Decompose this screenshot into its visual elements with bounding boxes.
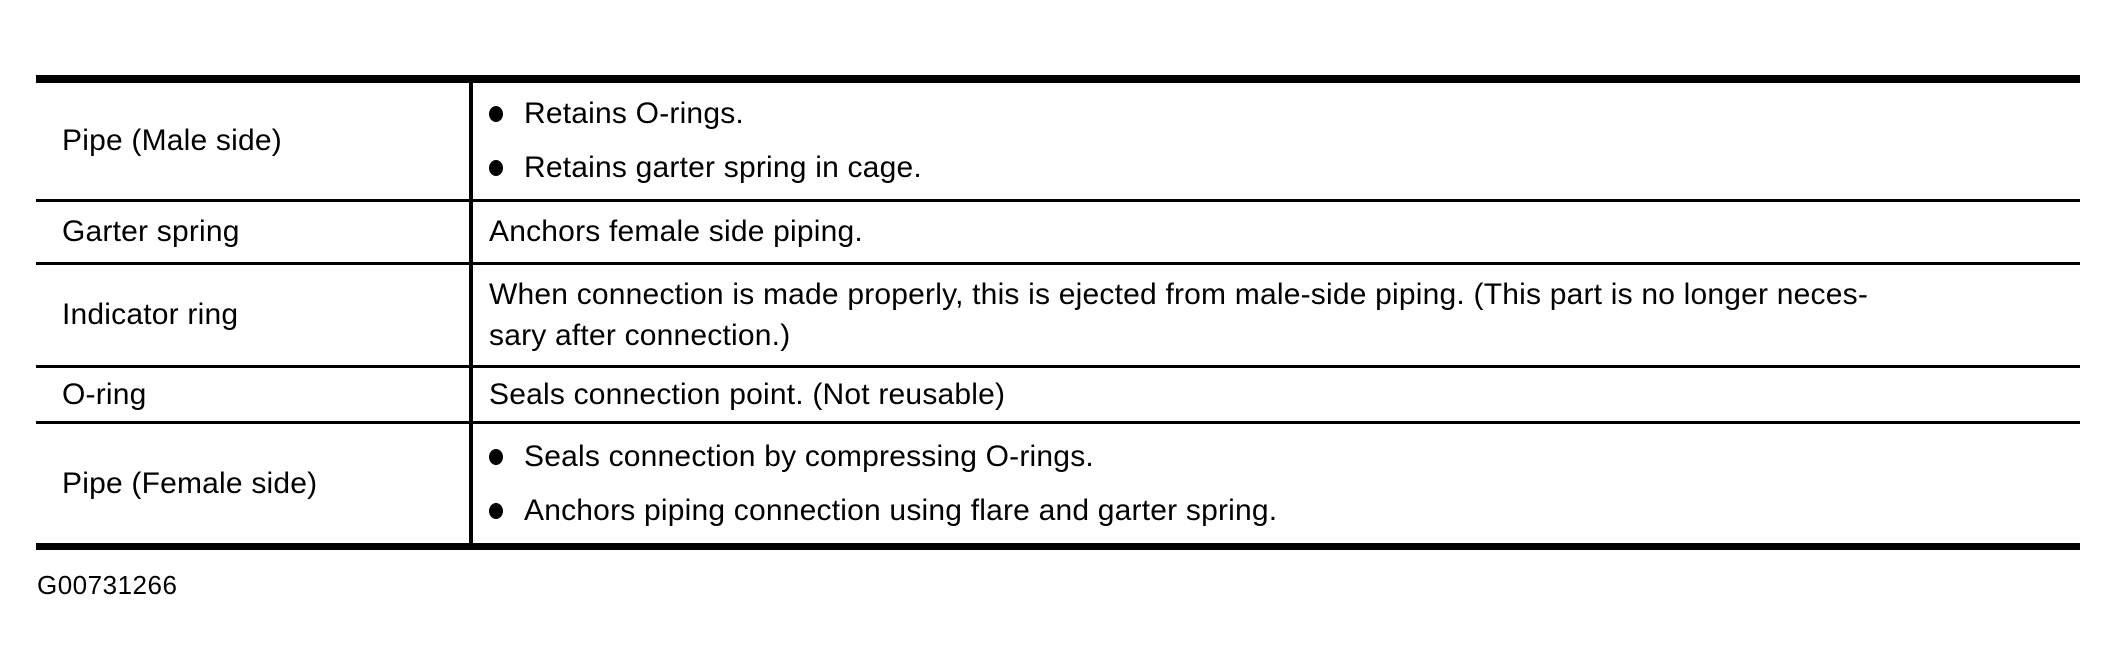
part-name-cell: Indicator ring bbox=[36, 265, 469, 365]
part-name-cell: Pipe (Female side) bbox=[36, 424, 469, 543]
bullet-icon bbox=[489, 106, 503, 122]
function-line: Anchors female side piping. bbox=[489, 212, 2080, 253]
part-function-cell: Retains O-rings. Retains garter spring i… bbox=[469, 83, 2080, 199]
function-line: sary after connection.) bbox=[489, 315, 2080, 356]
function-line: When connection is made properly, this i… bbox=[489, 274, 2080, 315]
table-row-pipe-female-side: Pipe (Female side) Seals connection by c… bbox=[36, 421, 2080, 543]
part-name-label: Pipe (Female side) bbox=[62, 466, 318, 500]
function-text: Seals connection point. (Not reusable) bbox=[489, 377, 1006, 411]
function-text: Retains garter spring in cage. bbox=[524, 151, 922, 184]
function-line: Anchors piping connection using flare an… bbox=[489, 484, 2080, 538]
table-row-indicator-ring: Indicator ring When connection is made p… bbox=[36, 262, 2080, 365]
function-line: Retains O-rings. bbox=[489, 87, 2080, 141]
function-text: Retains O-rings. bbox=[524, 97, 744, 130]
function-line: Retains garter spring in cage. bbox=[489, 141, 2080, 195]
function-text: sary after connection.) bbox=[489, 318, 791, 352]
function-line: Seals connection point. (Not reusable) bbox=[489, 374, 2080, 415]
bullet-icon bbox=[489, 448, 503, 465]
part-function-cell: Seals connection point. (Not reusable) bbox=[469, 368, 2080, 421]
part-function-cell: When connection is made properly, this i… bbox=[469, 265, 2080, 365]
part-name-cell: Pipe (Male side) bbox=[36, 83, 469, 199]
function-text: When connection is made properly, this i… bbox=[489, 277, 1869, 311]
part-name-label: Garter spring bbox=[62, 215, 240, 248]
part-function-cell: Seals connection by compressing O-rings.… bbox=[469, 424, 2080, 543]
part-name-label: Indicator ring bbox=[62, 298, 239, 331]
table-row-o-ring: O-ring Seals connection point. (Not reus… bbox=[36, 365, 2080, 421]
part-function-cell: Anchors female side piping. bbox=[469, 202, 2080, 262]
part-name-label: Pipe (Male side) bbox=[62, 124, 282, 157]
parts-function-table: Pipe (Male side) Retains O-rings. Retain… bbox=[36, 75, 2080, 550]
function-text: Anchors piping connection using flare an… bbox=[524, 493, 1278, 527]
figure-id-label: G00731266 bbox=[37, 570, 178, 600]
function-line: Seals connection by compressing O-rings. bbox=[489, 430, 2080, 484]
function-text: Seals connection by compressing O-rings. bbox=[524, 439, 1094, 473]
bullet-icon bbox=[489, 502, 503, 519]
table-row-garter-spring: Garter spring Anchors female side piping… bbox=[36, 199, 2080, 262]
part-name-cell: O-ring bbox=[36, 368, 469, 421]
part-name-cell: Garter spring bbox=[36, 202, 469, 262]
part-name-label: O-ring bbox=[62, 377, 147, 411]
table-row-pipe-male-side: Pipe (Male side) Retains O-rings. Retain… bbox=[36, 83, 2080, 199]
function-text: Anchors female side piping. bbox=[489, 215, 863, 248]
bullet-icon bbox=[489, 160, 503, 176]
